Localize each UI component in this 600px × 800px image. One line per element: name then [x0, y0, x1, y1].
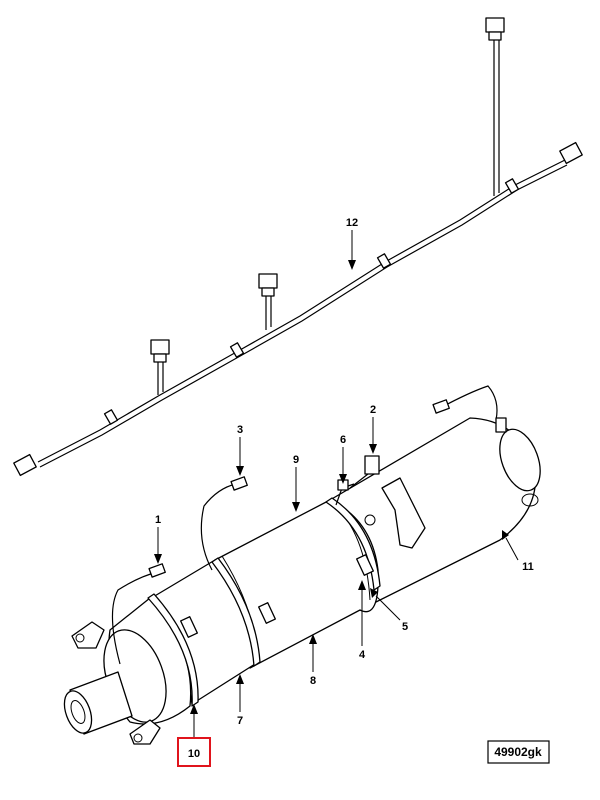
figure-id: 49902gk [494, 745, 542, 759]
harness-connector-top [485, 17, 505, 41]
sensor-item-2 [349, 455, 380, 489]
highlighted-callout-10: 10 [177, 737, 211, 767]
callout-1: 1 [155, 514, 161, 526]
callout-10: 10 [188, 748, 200, 760]
harness-connector-left-end [13, 453, 37, 477]
callout-7: 7 [237, 715, 243, 727]
sensor-item-1 [148, 563, 166, 578]
callout-6: 6 [340, 434, 346, 446]
aftertreatment-assembly [63, 385, 541, 745]
leader-lines [154, 230, 519, 738]
rear-sensor-connector [432, 399, 507, 433]
callout-3: 3 [237, 424, 243, 436]
callout-9: 9 [293, 454, 299, 466]
callout-12: 12 [346, 217, 358, 229]
figure-id-box: 49902gk [487, 740, 550, 764]
callout-5: 5 [402, 621, 408, 633]
callout-4: 4 [359, 649, 366, 661]
harness-connector-left-drop [150, 339, 170, 363]
wiring-harness [13, 17, 583, 477]
callouts: 1 2 3 4 5 6 7 8 9 11 12 10 [155, 217, 534, 767]
callout-8: 8 [310, 675, 316, 687]
harness-connector-right [559, 141, 583, 165]
sensor-item-3 [230, 476, 248, 491]
callout-11: 11 [522, 561, 534, 573]
harness-connector-mid [258, 273, 278, 297]
callout-2: 2 [370, 404, 376, 416]
